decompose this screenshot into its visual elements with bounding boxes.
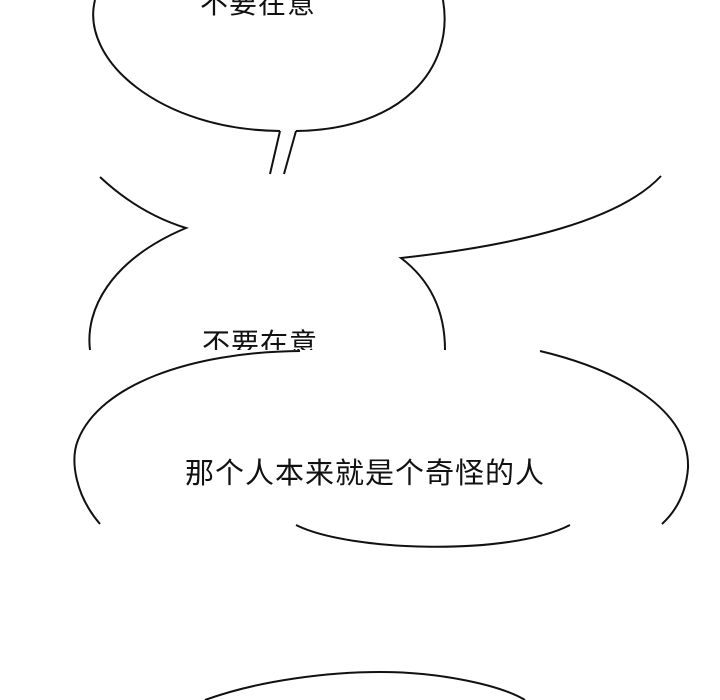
speech-bubble-3 xyxy=(73,350,690,525)
speech-bubble-1-tail xyxy=(269,130,297,175)
bubble-2-text: 不要在意 xyxy=(202,327,319,350)
speech-bubble-3-bottom xyxy=(295,524,571,548)
speech-bubble-1 xyxy=(92,0,446,132)
speech-bubble-4 xyxy=(204,670,526,700)
speech-bubble-2 xyxy=(88,175,662,351)
bubble-1-text: 不要在意 xyxy=(200,0,317,20)
bubble-3-text: 那个人本来就是个奇怪的人 xyxy=(185,456,546,490)
